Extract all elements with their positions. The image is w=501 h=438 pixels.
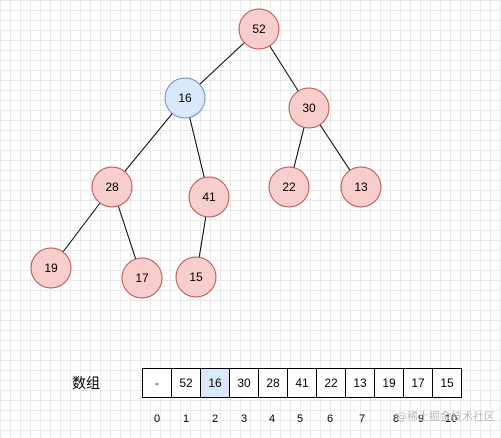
tree-node: 22 <box>268 166 310 208</box>
tree-edge <box>189 117 205 178</box>
tree-node-label: 30 <box>302 101 316 115</box>
tree-node-label: 28 <box>105 180 119 194</box>
tree-node-circle <box>188 176 230 218</box>
tree-node-label: 16 <box>178 91 192 105</box>
tree-node-label: 22 <box>282 180 296 194</box>
array-row: 数组 - 52 16 30 28 41 22 13 19 17 15 <box>72 368 462 398</box>
tree-edge <box>269 45 299 92</box>
tree-node-circle <box>91 166 133 208</box>
tree-edge <box>117 205 137 260</box>
tree-edges <box>62 42 351 260</box>
tree-node-circle <box>268 166 310 208</box>
tree-node-circle <box>238 8 280 50</box>
tree-node-label: 13 <box>354 180 368 194</box>
array-cell <box>432 368 462 398</box>
array-cell-value: 52 <box>179 376 193 390</box>
array-index-label: 5 <box>297 413 303 425</box>
tree-node: 19 <box>30 247 72 289</box>
tree-node: 30 <box>288 87 330 129</box>
array-index-label: 10 <box>445 413 457 425</box>
tree-edge <box>199 42 245 85</box>
array-cell-value: 22 <box>324 376 338 390</box>
tree-node-circle <box>121 257 163 299</box>
array-cell <box>258 368 288 398</box>
array-index-label: 0 <box>154 413 160 425</box>
tree-node-circle <box>340 166 382 208</box>
tree-node-circle <box>30 247 72 289</box>
array-cell-value: 16 <box>208 376 222 390</box>
tree-edge <box>62 202 101 253</box>
array-index-label: 3 <box>241 413 247 425</box>
array-title: 数组 <box>72 376 100 392</box>
tree-node-label: 15 <box>189 270 203 284</box>
array-cell-value: 13 <box>353 376 367 390</box>
array-index-label: 9 <box>418 413 424 425</box>
array-index-label: 7 <box>359 413 365 425</box>
tree-node-label: 41 <box>202 190 216 204</box>
tree-node: 52 <box>238 8 280 50</box>
array-index-label: 6 <box>327 413 333 425</box>
array-cell-value: - <box>155 376 159 390</box>
array-cell-value: 15 <box>440 376 454 390</box>
tree-edge <box>124 113 173 172</box>
array-index-label: 4 <box>269 413 275 425</box>
tree-edge <box>293 127 305 168</box>
tree-node: 41 <box>188 176 230 218</box>
tree-nodes: 52 16 30 28 41 22 13 19 17 15 <box>30 8 382 299</box>
array-index-label: 8 <box>393 413 399 425</box>
tree-node: 13 <box>340 166 382 208</box>
array-index-label: 2 <box>212 413 218 425</box>
array-cell <box>316 368 346 398</box>
watermark: @稀土掘金技术社区 <box>396 410 495 423</box>
tree-node-label: 19 <box>44 261 58 275</box>
array-cell <box>229 368 259 398</box>
tree-edge <box>319 124 351 171</box>
tree-edge <box>198 216 207 258</box>
array-cell-value: 41 <box>295 376 309 390</box>
tree-node: 28 <box>91 166 133 208</box>
array-cell-value: 28 <box>266 376 280 390</box>
tree-node-circle <box>175 256 217 298</box>
tree-node-label: 52 <box>252 22 266 36</box>
tree-node: 17 <box>121 257 163 299</box>
tree-node-circle <box>288 87 330 129</box>
array-indices: 0 1 2 3 4 5 6 7 8 9 10 <box>154 413 457 425</box>
array-cell-value: 17 <box>411 376 425 390</box>
array-cell <box>287 368 317 398</box>
array-cell-value: 19 <box>382 376 396 390</box>
tree-node-circle-highlighted <box>164 77 206 119</box>
tree-node-label: 17 <box>135 271 149 285</box>
tree-node: 15 <box>175 256 217 298</box>
array-cell-value: 30 <box>237 376 251 390</box>
tree-node: 16 <box>164 77 206 119</box>
array-index-label: 1 <box>183 413 189 425</box>
